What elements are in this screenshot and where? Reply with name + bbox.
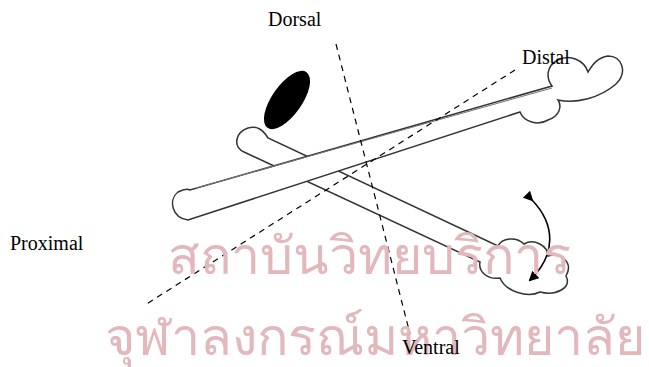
upper-limb	[173, 56, 623, 220]
watermark-text: สถาบันวิทยบริการ	[168, 228, 571, 285]
axis-label: Distal	[522, 46, 570, 68]
axis-label: Dorsal	[268, 8, 321, 30]
black-marker	[255, 64, 319, 137]
limb-edge	[196, 88, 552, 188]
axis-label: Ventral	[402, 336, 460, 358]
dorsal-ventral-axis	[336, 44, 410, 334]
axis-label: Proximal	[10, 232, 83, 254]
watermark-text: จุฬาลงกรณ์มหาวิทยาลัย	[105, 309, 645, 366]
